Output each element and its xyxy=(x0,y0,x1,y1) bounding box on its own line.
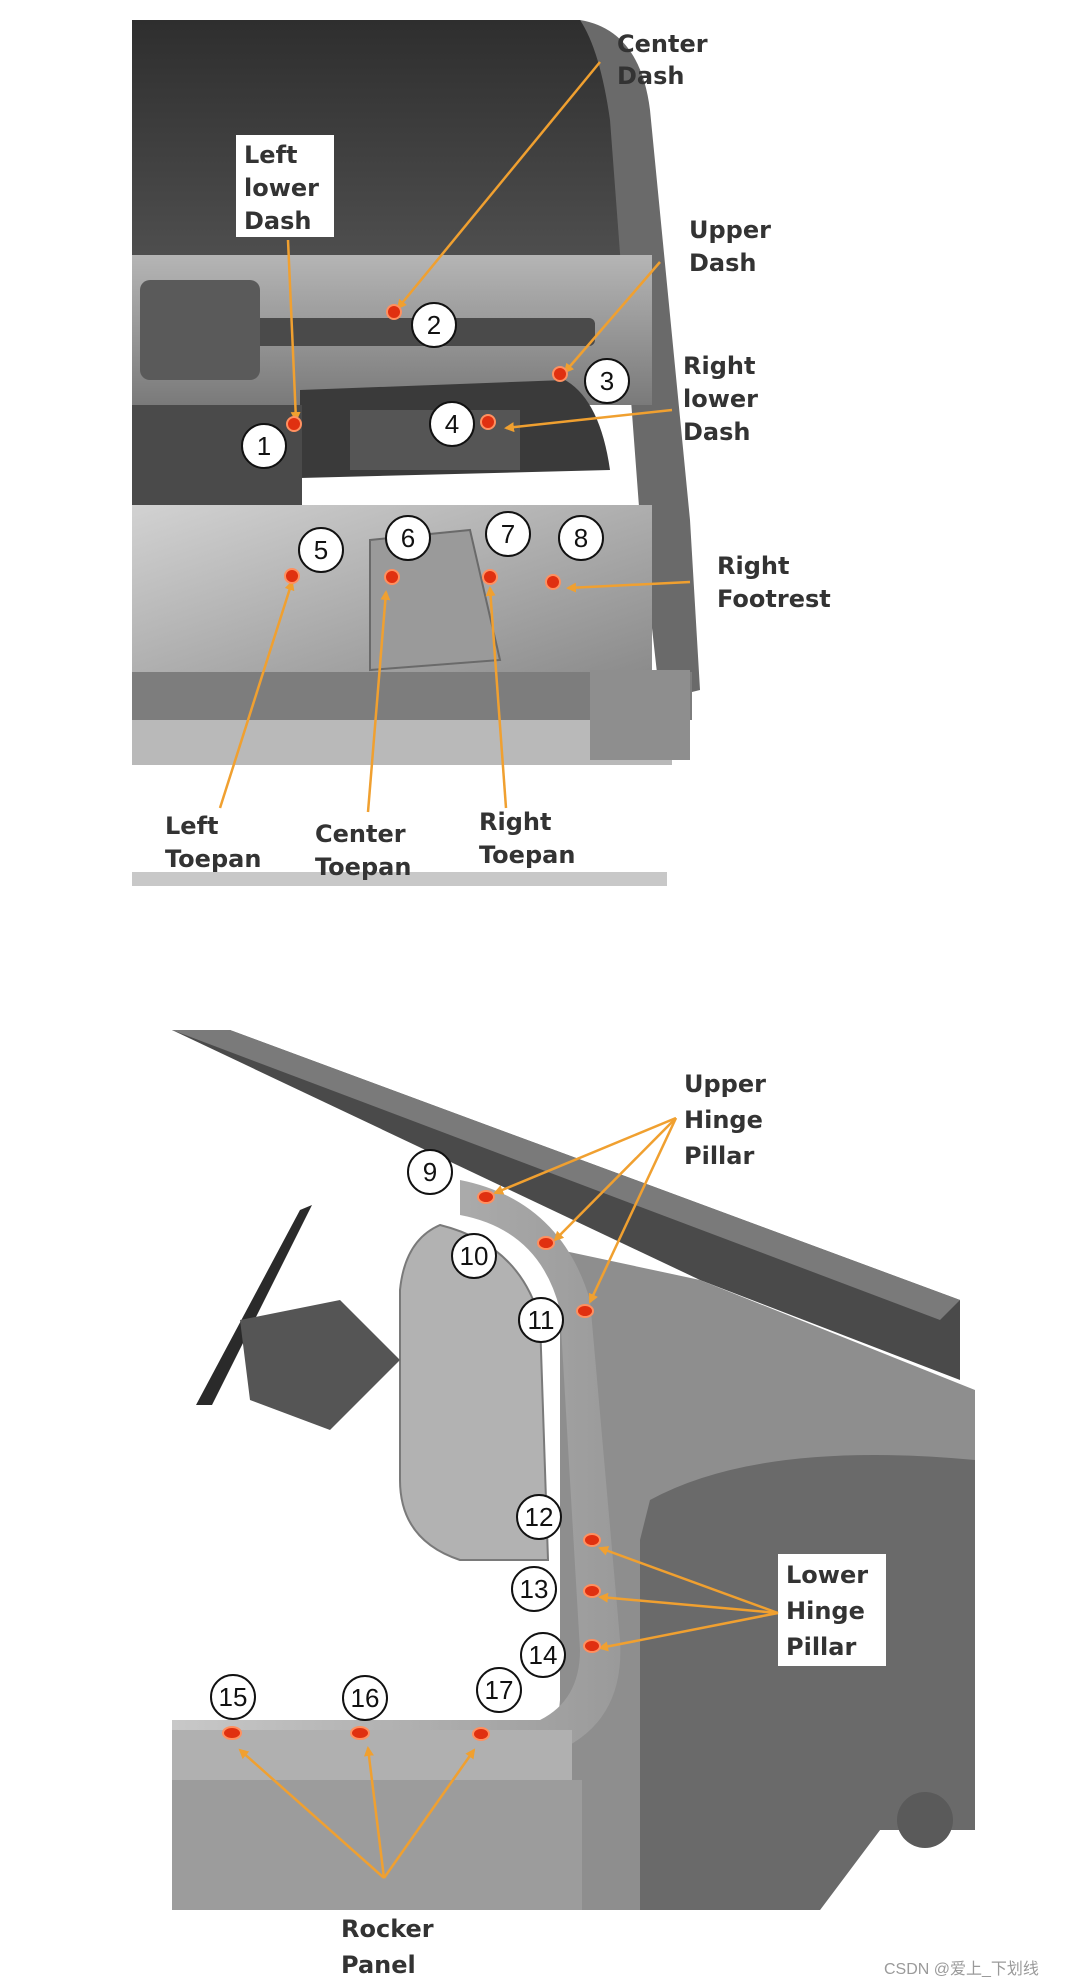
marker-2 xyxy=(387,305,401,319)
point-label-7: 7 xyxy=(501,519,515,549)
windshield-area xyxy=(132,20,640,270)
point-label-16: 16 xyxy=(351,1683,380,1713)
marker-5 xyxy=(285,569,299,583)
bottom-figure: 9 10 11 12 13 14 15 16 17 Upper Hinge Pi… xyxy=(172,1030,975,1979)
marker-14 xyxy=(584,1640,600,1652)
marker-16 xyxy=(351,1727,369,1739)
rocker-panel-label: Rocker Panel xyxy=(341,1915,442,1979)
right-footrest-label: Right Footrest xyxy=(717,552,831,613)
point-label-3: 3 xyxy=(600,366,614,396)
watermark: CSDN @爱上_下划线 xyxy=(884,1960,1039,1978)
right-lower-dash-label: Right lower Dash xyxy=(683,352,766,446)
point-label-14: 14 xyxy=(529,1640,558,1670)
marker-6 xyxy=(385,570,399,584)
right-toepan-label: Right Toepan xyxy=(479,808,575,869)
point-label-9: 9 xyxy=(423,1157,437,1187)
left-toepan-label: Left Toepan xyxy=(165,812,261,873)
center-toepan-label: Center Toepan xyxy=(315,820,414,881)
marker-3 xyxy=(553,367,567,381)
marker-8 xyxy=(546,575,560,589)
point-label-6: 6 xyxy=(401,523,415,553)
point-label-12: 12 xyxy=(525,1502,554,1532)
marker-17 xyxy=(473,1728,489,1740)
steering-column xyxy=(240,1300,400,1430)
top-figure: 2 1 3 4 5 6 7 8 Center Dash Left lower D… xyxy=(132,20,831,886)
point-label-4: 4 xyxy=(445,409,459,439)
point-label-1: 1 xyxy=(257,431,271,461)
point-label-8: 8 xyxy=(574,523,588,553)
steering-column-area xyxy=(140,280,260,380)
marker-9 xyxy=(478,1191,494,1203)
marker-11 xyxy=(577,1305,593,1317)
upper-dash-label: Upper Dash xyxy=(689,216,779,277)
rocker-panel-lower xyxy=(172,1780,582,1910)
bracket-bottom-right xyxy=(897,1792,953,1848)
point-label-17: 17 xyxy=(485,1675,514,1705)
marker-4 xyxy=(481,415,495,429)
point-label-11: 11 xyxy=(528,1305,555,1335)
point-label-15: 15 xyxy=(219,1682,248,1712)
point-label-2: 2 xyxy=(427,310,441,340)
marker-15 xyxy=(223,1727,241,1739)
point-label-10: 10 xyxy=(460,1241,489,1271)
point-label-5: 5 xyxy=(314,535,328,565)
point-label-13: 13 xyxy=(520,1574,549,1604)
marker-10 xyxy=(538,1237,554,1249)
marker-7 xyxy=(483,570,497,584)
marker-1 xyxy=(287,417,301,431)
right-rocker-block xyxy=(590,670,690,760)
marker-12 xyxy=(584,1534,600,1546)
marker-13 xyxy=(584,1585,600,1597)
